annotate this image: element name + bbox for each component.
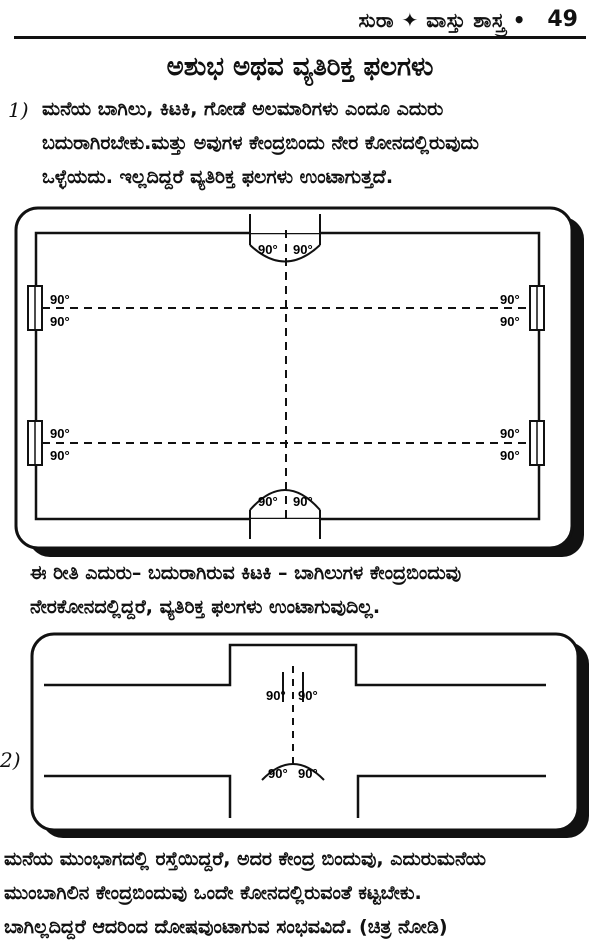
item1-line: ಬದುರಾಗಿರಬೇಕು.ಮತ್ತು ಅವುಗಳ ಕೇಂದ್ರಬಿಂದು ನೇರ… — [42, 132, 479, 154]
angle-label: 90° — [293, 242, 313, 257]
caption2-line: ಬಾಗಿಲ್ಲದಿದ್ದರೆ ಆದರಿಂದ ದೋಷವುಂಟಾಗುವ ಸಂಭವವಿ… — [4, 916, 448, 938]
upper-building-line — [44, 643, 546, 687]
outer-frame — [30, 632, 580, 832]
outer-frame — [14, 206, 574, 550]
item1-paragraph: ಮನೆಯ ಬಾಗಿಲು, ಕಿಟಕಿ, ಗೋಡೆ ಅಲಮಾರಿಗಳು ಎಂದೂ … — [42, 92, 590, 194]
bottom-door-arc — [261, 763, 325, 781]
caption-2: ಮನೆಯ ಮುಂಭಾಗದಲ್ಲಿ ರಸ್ತೆಯಿದ್ದರೆ, ಅದರ ಕೇಂದ್… — [4, 842, 594, 944]
page-number: 49 — [547, 7, 578, 32]
header-rule — [14, 36, 586, 39]
angle-label: 90° — [258, 242, 278, 257]
caption2-line: ಮನೆಯ ಮುಂಭಾಗದಲ್ಲಿ ರಸ್ತೆಯಿದ್ದರೆ, ಅದರ ಕೇಂದ್… — [4, 848, 487, 870]
left-window-upper — [27, 285, 43, 331]
lower-building-line-left — [44, 774, 232, 818]
running-title: ಸುರಾ ✦ ವಾಸ್ತು ಶಾಸ್ತ್ರ • — [358, 8, 526, 32]
angle-label: 90° — [50, 314, 70, 329]
item-number-2: 2) — [0, 748, 21, 772]
right-window-lower — [529, 420, 545, 466]
angle-label: 90° — [50, 426, 70, 441]
angle-label: 90° — [298, 766, 318, 781]
item1-line: ಒಳ್ಳೆಯದು. ಇಲ್ಲದಿದ್ದರೆ ವ್ಯತಿರಿಕ್ತ ಫಲಗಳು ಉ… — [42, 166, 394, 188]
item1-line: ಮನೆಯ ಬಾಗಿಲು, ಕಿಟಕಿ, ಗೋಡೆ ಅಲಮಾರಿಗಳು ಎಂದೂ … — [42, 98, 444, 120]
angle-label: 90° — [500, 292, 520, 307]
angle-label: 90° — [50, 448, 70, 463]
angle-label: 90° — [258, 494, 278, 509]
page-header: ಸುರಾ ✦ ವಾಸ್ತು ಶಾಸ್ತ್ರ • 49 — [14, 6, 586, 36]
section-heading: ಅಶುಭ ಅಥವ ವ್ಯತಿರಿಕ್ತ ಫಲಗಳು — [166, 52, 434, 82]
figure-1-room-diagram: 90° 90° 90° 90° 90° 90° 90° 90° 90° 90° … — [14, 206, 584, 557]
caption1-line: ಈ ರೀತಿ ಎದುರು– ಬದುರಾಗಿರುವ ಕಿಟಕಿ – ಬಾಗಿಲುಗ… — [30, 562, 462, 584]
caption-1: ಈ ರೀತಿ ಎದುರು– ಬದುರಾಗಿರುವ ಕಿಟಕಿ – ಬಾಗಿಲುಗ… — [30, 556, 592, 624]
lower-building-line-right — [356, 774, 546, 818]
figure-2-road-diagram: 90° 90° 90° 90° — [30, 632, 589, 838]
caption1-line: ನೇರಕೋನದಲ್ಲಿದ್ದರೆ, ವ್ಯತಿರಿಕ್ತ ಫಲಗಳು ಉಂಟಾಗ… — [30, 596, 381, 618]
caption2-line: ಮುಂಬಾಗಿಲಿನ ಕೇಂದ್ರಬಿಂದುವು ಒಂದೇ ಕೋನದಲ್ಲಿರು… — [4, 882, 422, 904]
angle-label: 90° — [500, 448, 520, 463]
angle-label: 90° — [268, 766, 288, 781]
angle-label: 90° — [500, 314, 520, 329]
item-number-1: 1) — [8, 98, 29, 122]
angle-label: 90° — [266, 688, 286, 703]
angle-label: 90° — [293, 494, 313, 509]
right-window-upper — [529, 285, 545, 331]
angle-label: 90° — [298, 688, 318, 703]
angle-label: 90° — [50, 292, 70, 307]
angle-label: 90° — [500, 426, 520, 441]
left-window-lower — [27, 420, 43, 466]
